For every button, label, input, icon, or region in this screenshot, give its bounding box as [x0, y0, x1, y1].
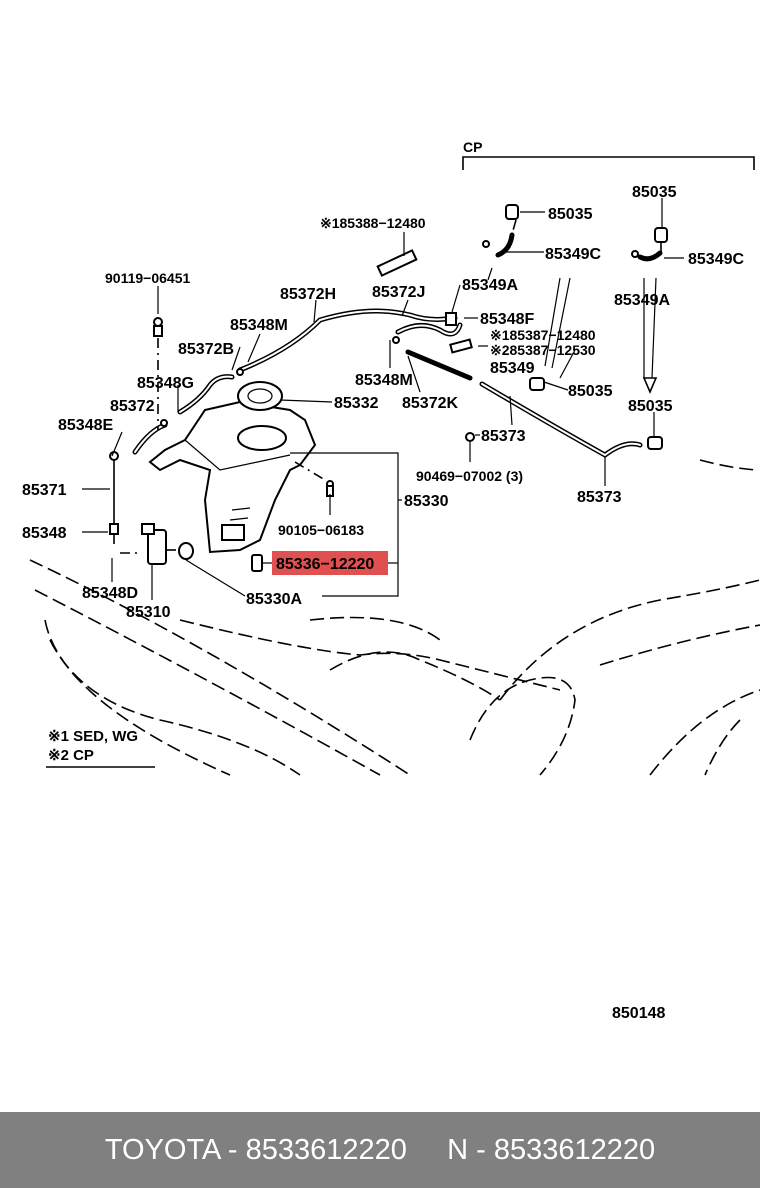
label-85349a-right: 85349A	[614, 292, 670, 309]
label-85348f: 85348F	[480, 311, 534, 328]
label-85372h: 85372H	[280, 286, 336, 303]
label-85330: 85330	[404, 493, 449, 510]
footer-left-text: TOYOTA - 8533612220	[104, 1133, 407, 1166]
label-85348: 85348	[22, 525, 67, 542]
label-90469: 90469−07002 (3)	[416, 468, 523, 484]
car-body-outline	[29, 459, 760, 776]
label-85330a: 85330A	[246, 591, 302, 608]
diagram-number: 850148	[612, 1005, 665, 1022]
label-85372j: 85372J	[372, 284, 425, 301]
dashed-connectors	[113, 219, 662, 554]
highlight-box	[272, 551, 388, 575]
cp-bracket	[462, 156, 755, 170]
part-number-footer: TOYOTA - 8533612220 N - 8533612220	[0, 1112, 760, 1188]
label-85348d: 85348D	[82, 585, 138, 602]
parts-diagram: CP	[22, 139, 760, 1022]
note-2: ※2 CP	[48, 747, 94, 764]
label-85387-12480: ※185387−12480	[490, 327, 596, 343]
leader-lines	[82, 198, 684, 600]
label-85373: 85373	[481, 428, 526, 445]
label-90119: 90119−06451	[105, 270, 190, 286]
label-cp: CP	[463, 139, 482, 155]
label-85348m: 85348M	[355, 372, 413, 389]
label-85310: 85310	[126, 604, 171, 621]
label-85387-12530: ※285387−12530	[490, 342, 596, 358]
washer-tank	[148, 400, 317, 554]
filter-part	[251, 554, 263, 572]
label-85348e: 85348E	[58, 417, 113, 434]
label-85336-highlighted: 85336−12220	[276, 556, 374, 573]
label-85349: 85349	[490, 360, 535, 377]
nozzles-connectors	[109, 204, 668, 535]
tank-seal	[237, 381, 283, 411]
label-85035-mid: 85035	[568, 383, 613, 400]
label-90105: 90105−06183	[278, 522, 364, 538]
label-85035-right: 85035	[628, 398, 673, 415]
label-85372b: 85372B	[178, 341, 234, 358]
label-85372k: 85372K	[402, 395, 458, 412]
label-85348m-top: 85348M	[230, 317, 288, 334]
label-85332: 85332	[334, 395, 379, 412]
washer-pump	[141, 523, 194, 565]
label-85348g: 85348G	[137, 375, 194, 392]
label-85035-top: 85035	[548, 206, 593, 223]
label-85349c: 85349C	[545, 246, 601, 263]
label-85388: ※185388−12480	[320, 215, 426, 231]
label-85035-top-right: 85035	[632, 184, 677, 201]
label-85372: 85372	[110, 398, 155, 415]
note-1: ※1 SED, WG	[48, 728, 138, 745]
label-85349c-right: 85349C	[688, 251, 744, 268]
label-85349a: 85349A	[462, 277, 518, 294]
footer-spacer	[407, 1134, 447, 1167]
hoses	[113, 232, 663, 524]
label-85371: 85371	[22, 482, 67, 499]
label-85373-bottom: 85373	[577, 489, 622, 506]
footer-right-text: N - 8533612220	[447, 1133, 656, 1166]
